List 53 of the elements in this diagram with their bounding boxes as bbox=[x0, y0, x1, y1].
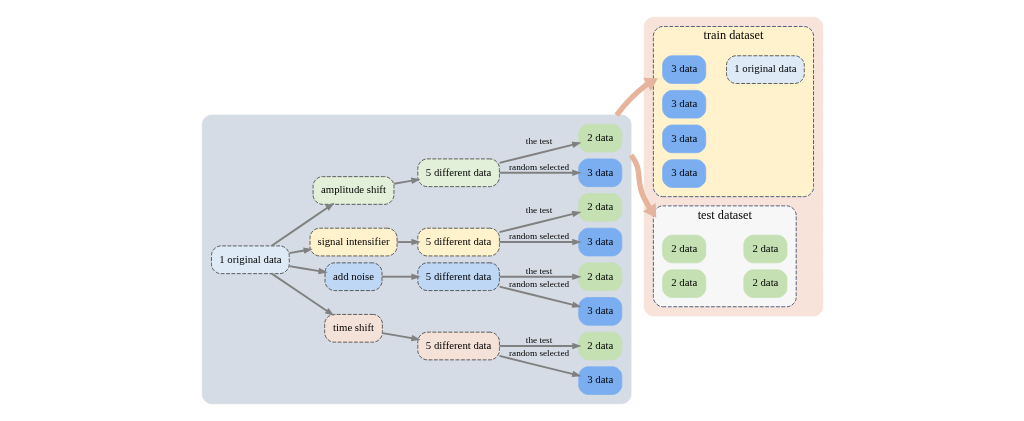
edge-label: the test bbox=[525, 205, 552, 216]
node-box: 3 data bbox=[577, 227, 622, 257]
node-box: 3 data bbox=[661, 124, 706, 154]
arrow bbox=[498, 238, 581, 246]
arrow bbox=[381, 332, 421, 342]
node-box: 2 data bbox=[577, 193, 622, 222]
node-box: 3 data bbox=[661, 90, 706, 119]
node-box: add noise bbox=[324, 262, 382, 291]
node-box: 2 data bbox=[577, 331, 622, 361]
arrow bbox=[498, 342, 581, 350]
node-box: 5 different data bbox=[416, 262, 500, 291]
arrow bbox=[498, 273, 581, 280]
edge-label: random selected bbox=[508, 162, 569, 173]
node-box: 5 different data bbox=[416, 158, 500, 187]
arrow bbox=[287, 265, 328, 275]
node-box: 5 different data bbox=[416, 227, 500, 257]
node-box: 3 data bbox=[577, 297, 622, 326]
arrow bbox=[287, 247, 313, 255]
edge-label: random selected bbox=[508, 279, 569, 290]
node-box: 2 data bbox=[577, 262, 622, 291]
arrow bbox=[498, 285, 581, 308]
node-box: 1 original data bbox=[725, 55, 805, 84]
arrow bbox=[270, 202, 335, 247]
node-box: 2 data bbox=[661, 269, 706, 298]
node-box: time shift bbox=[323, 314, 383, 343]
edge-label: the test bbox=[525, 335, 552, 346]
node-box: 2 data bbox=[742, 269, 787, 298]
node-box: 1 original data bbox=[210, 245, 290, 274]
node-box: signal intensifier bbox=[309, 227, 397, 257]
node-box: 3 data bbox=[661, 55, 706, 84]
arrow bbox=[380, 273, 421, 280]
node-box: 2 data bbox=[742, 234, 787, 264]
node-box: 3 data bbox=[661, 159, 706, 188]
arrow bbox=[628, 153, 656, 218]
arrow bbox=[498, 210, 581, 234]
arrow bbox=[613, 77, 658, 117]
arrow bbox=[498, 141, 581, 164]
edge-label: random selected bbox=[508, 231, 569, 242]
node-box: 3 data bbox=[577, 158, 622, 187]
node-box: 2 data bbox=[661, 234, 706, 264]
node-box: 5 different data bbox=[416, 331, 500, 361]
edge-label: the test bbox=[525, 266, 552, 277]
node-box: 3 data bbox=[577, 366, 622, 395]
node-box: 2 data bbox=[577, 123, 622, 153]
arrow bbox=[498, 169, 581, 176]
arrow bbox=[395, 238, 421, 246]
edge-label: the test bbox=[525, 135, 552, 146]
node-box: amplitude shift bbox=[312, 176, 394, 205]
arrow bbox=[498, 354, 581, 378]
arrow bbox=[392, 177, 421, 185]
arrow bbox=[270, 272, 334, 316]
cluster bbox=[201, 114, 631, 405]
edge-label: random selected bbox=[508, 348, 569, 359]
